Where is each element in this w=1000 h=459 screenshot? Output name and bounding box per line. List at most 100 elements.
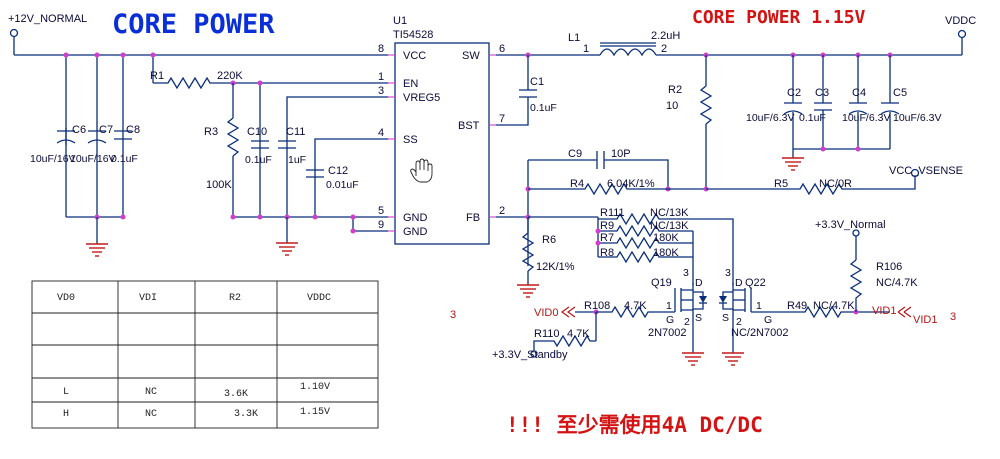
capacitor-c1: C1 0.1uF <box>519 76 557 114</box>
r1-ref: R1 <box>150 70 164 82</box>
hand-cursor-icon <box>410 158 433 183</box>
u1-pin-vcc: VCC <box>403 50 426 62</box>
r3-value: 100K <box>206 179 232 191</box>
u1-pin-2-num: 2 <box>499 205 505 217</box>
resistor-r2: R2 10 <box>666 84 713 125</box>
c11-ref: C11 <box>286 126 305 138</box>
table-header-r2: R2 <box>229 293 241 304</box>
table-cell-r3-c2: NC <box>145 387 157 398</box>
warning-text: !!! 至少需使用4A DC/DC <box>506 413 763 437</box>
u1-pin-ss: SS <box>403 134 418 146</box>
table-cell-r4-c1: H <box>63 409 69 420</box>
resistor-r9: R9 NC/13K <box>598 220 693 238</box>
table-cell-r4-c3: 3.3K <box>234 409 258 420</box>
capacitor-c6: C6 10uF/16V <box>30 124 86 165</box>
ground-symbol-output <box>782 149 804 171</box>
table-cell-r3-c1: L <box>63 387 69 398</box>
q22-value: NC/2N7002 <box>731 327 788 339</box>
table-cell-r4-c2: NC <box>145 409 157 420</box>
c3-ref: C3 <box>815 87 829 99</box>
q19-pin-g: G <box>666 314 674 326</box>
r8-value: 180K <box>653 247 679 259</box>
q19-pin-2: 2 <box>684 316 690 328</box>
r108-ref: R108 <box>584 300 610 312</box>
c8-value: 0.1uF <box>111 153 138 165</box>
c9-value: 10P <box>611 148 631 160</box>
u1-pin-1-num: 1 <box>378 71 384 83</box>
capacitor-c8: C8 0.1uF <box>111 124 140 165</box>
u1-pin-4-num: 4 <box>378 127 384 139</box>
net-label-v33-standby: +3.3V_Standby <box>492 349 568 361</box>
resistor-r8: R8 180K <box>598 247 693 264</box>
net-label-vid1-right: VID1 <box>913 314 937 326</box>
mosfet-q19: Q19 2N7002 3 D 1 G 2 S <box>648 267 707 339</box>
r4-value: 6.04K/1% <box>607 178 655 190</box>
c2-ref: C2 <box>787 87 801 99</box>
vcc-sense-terminal: VCC_VSENSE <box>889 165 963 178</box>
r110-value: 4.7K <box>567 328 590 340</box>
ic-u1: U1 TI54528 8 VCC 1 EN 3 VREG5 4 SS 5 GND… <box>378 15 505 245</box>
resistor-r110: R110 4.7K <box>533 328 596 351</box>
u1-pin-5-num: 5 <box>378 205 384 217</box>
q22-pin-3: 3 <box>725 267 731 279</box>
u1-pin-7-num: 7 <box>499 113 505 125</box>
r110-ref: R110 <box>534 328 559 340</box>
u1-pin-fb: FB <box>466 212 480 224</box>
table-header-vddc: VDDC <box>307 293 331 304</box>
resistor-r5: R5 NC/0R <box>706 176 916 196</box>
c5-value: 10uF/6.3V <box>893 112 941 124</box>
r9-value: NC/13K <box>650 220 689 232</box>
vin-terminal: +12V_NORMAL <box>8 13 87 55</box>
capacitor-c9: C9 10P <box>568 148 631 169</box>
ground-symbol-input <box>86 217 108 257</box>
title-core-power: CORE POWER <box>112 9 275 40</box>
l1-pin-1: 1 <box>583 43 589 55</box>
resistor-r49: R49 NC/4.7K <box>787 300 890 319</box>
vid-truth-table: VD0 VDI R2 VDDC L NC 3.6K 1.10V H NC 3.3… <box>31 280 379 429</box>
capacitor-c5: C5 10uF/6.3V <box>880 87 941 124</box>
vid1-port: VID1 VID1 <box>872 305 937 326</box>
r2-value: 10 <box>666 100 678 112</box>
net-label-vcc-sense: VCC_VSENSE <box>889 165 963 177</box>
q22-pin-d: D <box>735 277 743 289</box>
r111-ref: R111 <box>600 207 625 219</box>
page-ref-left: 3 <box>450 309 456 321</box>
r49-ref: R49 <box>787 300 807 312</box>
u1-pin-gnd2: GND <box>403 226 428 238</box>
inductor-l1: L1 2.2uH 1 2 <box>568 30 680 57</box>
ground-symbol-r6 <box>517 271 539 298</box>
u1-pin-vreg5: VREG5 <box>403 92 440 104</box>
q19-pin-3: 3 <box>683 267 689 279</box>
u1-pin-bst: BST <box>458 120 480 132</box>
c1-ref: C1 <box>530 76 544 88</box>
capacitor-c12: C12 0.01uF <box>306 165 359 191</box>
q22-pin-s: S <box>722 312 729 324</box>
v33-normal-terminal: +3.3V_Normal <box>815 219 886 237</box>
c4-value: 10uF/6.3V <box>842 112 890 124</box>
q22-ref: Q22 <box>745 277 766 289</box>
r49-value: NC/4.7K <box>813 300 855 312</box>
resistor-r1: R1 220K <box>150 70 388 90</box>
resistor-r4: R4 6.04K/1% <box>528 178 706 196</box>
r9-ref: R9 <box>600 220 614 232</box>
c1-value: 0.1uF <box>530 102 557 114</box>
r3-ref: R3 <box>204 126 218 138</box>
net-label-12v: +12V_NORMAL <box>8 13 87 25</box>
table-cell-r3-c3: 3.6K <box>224 389 248 400</box>
capacitor-c3: C3 0.1uF <box>799 87 832 124</box>
l1-pin-2: 2 <box>661 43 667 55</box>
capacitor-c7: C7 10uF/16V <box>70 124 116 165</box>
ground-symbol-q19 <box>682 330 704 366</box>
u1-part: TI54528 <box>393 29 433 41</box>
r111-value: NC/13K <box>650 207 689 219</box>
vout-terminal: VDDC <box>945 15 976 55</box>
r108-value: 4.7K <box>624 300 647 312</box>
net-label-vid1: VID1 <box>872 305 896 317</box>
v33-standby-terminal: +3.3V_Standby <box>492 349 568 361</box>
c7-value: 10uF/16V <box>70 153 116 165</box>
q19-pin-d: D <box>695 277 703 289</box>
vid0-port: VID0 <box>534 306 576 319</box>
capacitor-c4: C4 10uF/6.3V <box>842 87 890 124</box>
c5-ref: C5 <box>893 87 907 99</box>
